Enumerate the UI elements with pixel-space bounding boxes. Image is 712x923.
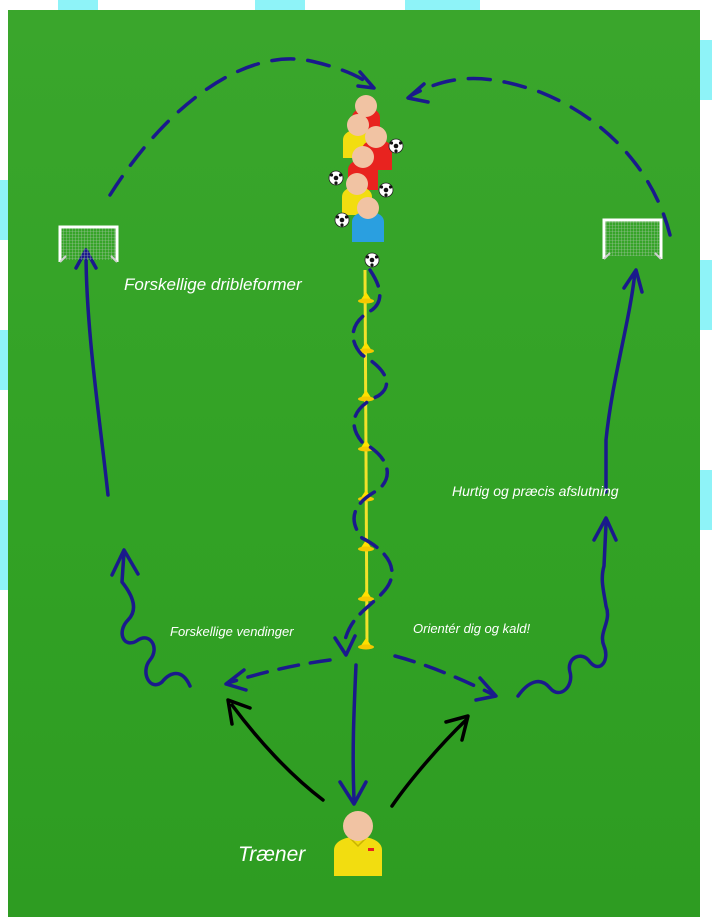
cone-line xyxy=(363,269,369,646)
label-turns: Forskellige vendinger xyxy=(170,624,294,639)
label-orient: Orientér dig og kald! xyxy=(413,621,531,636)
arrow-icon xyxy=(226,698,470,808)
background-stripe xyxy=(700,470,712,530)
arrow-icon xyxy=(333,634,357,657)
background-stripe xyxy=(0,180,8,240)
background-stripe xyxy=(58,0,98,10)
player-icon xyxy=(334,811,382,876)
player-icon xyxy=(352,197,384,242)
cone-icon xyxy=(358,390,374,402)
cone-icon xyxy=(358,638,374,650)
background-stripe xyxy=(405,0,480,10)
ball-icon xyxy=(334,212,350,228)
goal-icon xyxy=(58,225,119,263)
ball-icon xyxy=(328,170,344,186)
label-coach: Træner xyxy=(238,843,306,866)
arrow-icon xyxy=(343,268,394,642)
cone-icon xyxy=(358,590,374,602)
background-stripe xyxy=(0,500,8,590)
ball-icon xyxy=(388,138,404,154)
player-icon xyxy=(348,146,378,190)
cone-icon xyxy=(358,292,374,304)
arrow-icon xyxy=(356,70,430,104)
arrow-icon xyxy=(110,516,618,698)
background-stripe xyxy=(255,0,305,10)
ball-icon xyxy=(378,182,394,198)
arrow-icon xyxy=(226,654,494,696)
goal-icon xyxy=(602,218,663,260)
background-stripe xyxy=(700,40,712,100)
arrow-icon xyxy=(338,663,368,806)
arrow-icon xyxy=(108,57,672,237)
label-dribble: Forskellige dribleformer xyxy=(124,275,302,294)
background-stripe xyxy=(700,260,712,330)
arrow-icon xyxy=(224,668,498,702)
background-stripe xyxy=(0,330,8,390)
label-finish: Hurtig og præcis afslutning xyxy=(452,483,619,499)
ball-icon xyxy=(364,252,380,268)
